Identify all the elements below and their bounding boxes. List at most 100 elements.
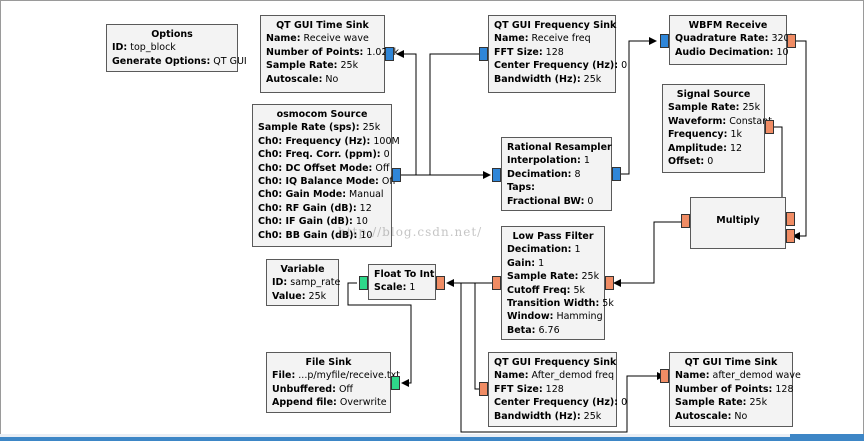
port-out-signal-source[interactable] — [765, 120, 774, 134]
param-key: Decimation: — [507, 244, 572, 256]
block-title: Signal Source — [676, 89, 751, 100]
param-value: 1k — [730, 129, 742, 141]
port-out-float-to-int[interactable] — [359, 276, 368, 290]
port-in-time-sink-1[interactable] — [385, 47, 394, 61]
bottom-scrollbar[interactable] — [0, 434, 864, 441]
param-row: Beta: 6.76 — [507, 324, 599, 337]
block-title: QT GUI Frequency Sink — [494, 20, 617, 31]
param-key: Sample Rate: — [668, 102, 740, 114]
port-in-freq-sink-1[interactable] — [479, 47, 488, 61]
param-row: Ch0: RF Gain (dB): 12 — [258, 202, 386, 215]
param-key: Name: — [494, 33, 529, 45]
param-value: 10 — [360, 229, 373, 241]
port-out-multiply[interactable] — [681, 214, 690, 228]
port-in-file-sink[interactable] — [391, 376, 400, 390]
port-out-resampler[interactable] — [612, 167, 621, 181]
param-row: Quadrature Rate: 320k — [675, 32, 795, 45]
param-row: Interpolation: 1 — [507, 154, 606, 167]
port-out-osmocom[interactable] — [392, 168, 401, 182]
param-row: Audio Decimation: 10 — [675, 46, 789, 59]
param-key: File: — [272, 370, 296, 382]
param-key: Ch0: BB Gain (dB): — [258, 229, 358, 241]
param-value: 0 — [383, 149, 390, 161]
param-row: Bandwidth (Hz): 25k — [494, 410, 611, 423]
param-key: Amplitude: — [668, 142, 727, 154]
param-value: 12 — [729, 142, 743, 154]
port-out-wbfm[interactable] — [787, 34, 796, 48]
param-row: Bandwidth (Hz): 25k — [494, 73, 610, 86]
port-in-multiply-1[interactable] — [786, 229, 795, 243]
param-key: Value: — [272, 290, 306, 302]
param-value: 1 — [538, 257, 545, 269]
param-row: File: ...p/myfile/receive.txt — [272, 369, 400, 382]
param-row: Sample Rate: 25k — [266, 59, 379, 72]
block-title: osmocom Source — [276, 109, 368, 120]
param-value: 25k — [362, 122, 381, 134]
param-value: Off — [375, 162, 390, 174]
param-key: Unbuffered: — [272, 383, 336, 395]
param-row: FFT Size: 128 — [494, 46, 610, 59]
param-row: Ch0: IF Gain (dB): 10 — [258, 215, 386, 228]
param-row: Taps: — [507, 181, 606, 194]
param-row: Sample Rate: 25k — [507, 270, 599, 283]
param-key: Autoscale: — [675, 410, 732, 422]
param-key: Ch0: Frequency (Hz): — [258, 135, 371, 147]
param-row: Generate Options: QT GUI — [112, 55, 247, 68]
param-value: 12 — [359, 202, 372, 214]
param-key: Scale: — [374, 282, 407, 294]
block-title: Low Pass Filter — [512, 231, 594, 242]
param-row: Name: Receive freq — [494, 32, 610, 45]
port-in-lpf[interactable] — [605, 276, 614, 290]
param-row: Autoscale: No — [266, 73, 379, 86]
param-value: No — [734, 410, 748, 422]
param-value: 8 — [574, 168, 581, 180]
port-in-float-to-int[interactable] — [436, 276, 445, 290]
param-value: 25k — [583, 410, 602, 422]
param-key: Center Frequency (Hz): — [494, 60, 619, 72]
port-in-time-sink-2[interactable] — [660, 369, 669, 383]
param-value: 1.024k — [366, 46, 400, 58]
port-in-freq-sink-2[interactable] — [479, 382, 488, 396]
param-key: Cutoff Freq: — [507, 284, 571, 296]
param-value: 25k — [308, 290, 327, 302]
scrollbar-track[interactable] — [0, 434, 790, 437]
param-row: Center Frequency (Hz): 0 — [494, 59, 627, 72]
param-key: Ch0: DC Offset Mode: — [258, 162, 373, 174]
param-value: Receive freq — [531, 33, 591, 45]
wire-osmocom-to-freq-sink — [401, 50, 487, 176]
param-key: Append file: — [272, 397, 337, 409]
param-value: 1 — [574, 244, 581, 256]
param-key: FFT Size: — [494, 383, 543, 395]
port-in-multiply-0[interactable] — [786, 212, 795, 226]
param-row: Fractional BW: 0 — [507, 195, 606, 208]
param-row: Value: 25k — [272, 290, 333, 303]
param-row: ID: samp_rate — [272, 276, 340, 289]
param-row: Sample Rate (sps): 25k — [258, 121, 386, 134]
block-multiply[interactable]: Multiply — [690, 197, 786, 249]
param-row: Number of Points: 128 — [675, 383, 794, 396]
param-value: 5k — [573, 284, 585, 296]
param-row: FFT Size: 128 — [494, 383, 611, 396]
param-row: Gain: 1 — [507, 257, 599, 270]
block-title: QT GUI Time Sink — [276, 20, 369, 31]
param-key: Number of Points: — [266, 46, 364, 58]
port-in-wbfm[interactable] — [660, 34, 669, 48]
port-out-lpf[interactable] — [492, 276, 501, 290]
block-title: QT GUI Frequency Sink — [494, 357, 617, 368]
param-value: No — [325, 73, 339, 85]
port-in-resampler[interactable] — [492, 168, 501, 182]
